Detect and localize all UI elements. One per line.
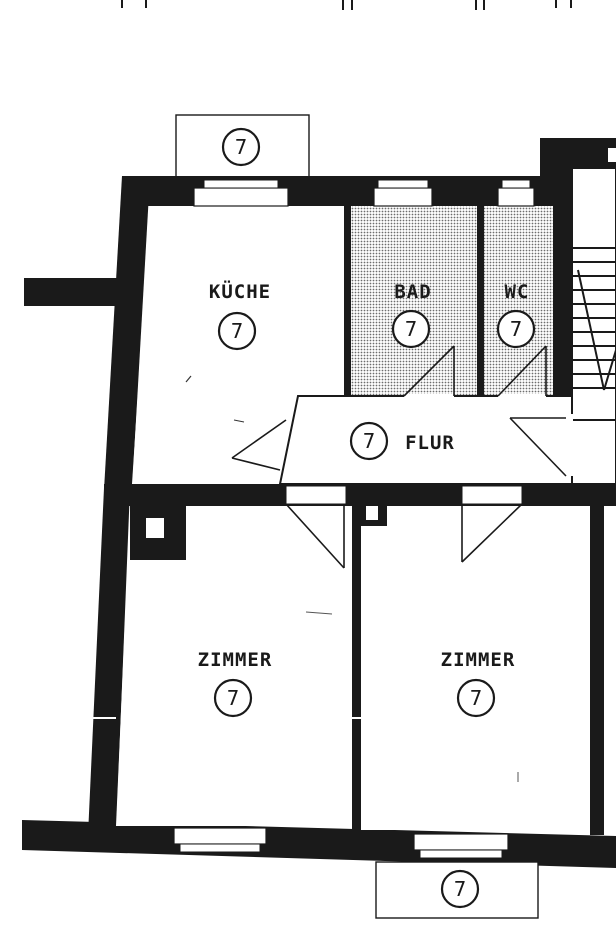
wc-marker	[496, 309, 536, 349]
top-edge-ticks	[121, 0, 572, 10]
zimmer-right-floor	[361, 506, 590, 830]
wc-floor	[484, 206, 553, 400]
kueche-number: 7	[231, 319, 244, 343]
zimmer-right-label: ZIMMER	[441, 649, 516, 671]
bad-number: 7	[405, 317, 418, 341]
zimmer-left-label: ZIMMER	[198, 649, 273, 671]
bad-label: BAD	[394, 281, 431, 303]
bad-floor	[351, 206, 477, 400]
scan-marks	[88, 375, 519, 782]
balcony-top-number: 7	[235, 135, 248, 159]
kueche-label: KÜCHE	[209, 279, 271, 303]
wc-label: WC	[505, 281, 530, 303]
room-markers	[213, 127, 536, 909]
flur-marker	[349, 421, 389, 461]
wc-number: 7	[510, 317, 523, 341]
flur-number: 7	[363, 429, 376, 453]
balcony-top-marker	[221, 127, 261, 167]
balcony-bottom-number: 7	[454, 877, 467, 901]
balcony-bottom-marker	[440, 869, 480, 909]
kueche-marker	[217, 311, 257, 351]
zimmer-left-marker	[213, 678, 253, 718]
zimmer-left-floor	[116, 506, 352, 826]
zimmer-right-marker	[456, 678, 496, 718]
bad-marker	[391, 309, 431, 349]
staircase	[571, 167, 616, 485]
zimmer-left-number: 7	[227, 686, 240, 710]
flur-label: FLUR	[405, 432, 455, 454]
zimmer-right-number: 7	[470, 686, 483, 710]
windows	[173, 179, 535, 859]
doors	[231, 345, 573, 569]
